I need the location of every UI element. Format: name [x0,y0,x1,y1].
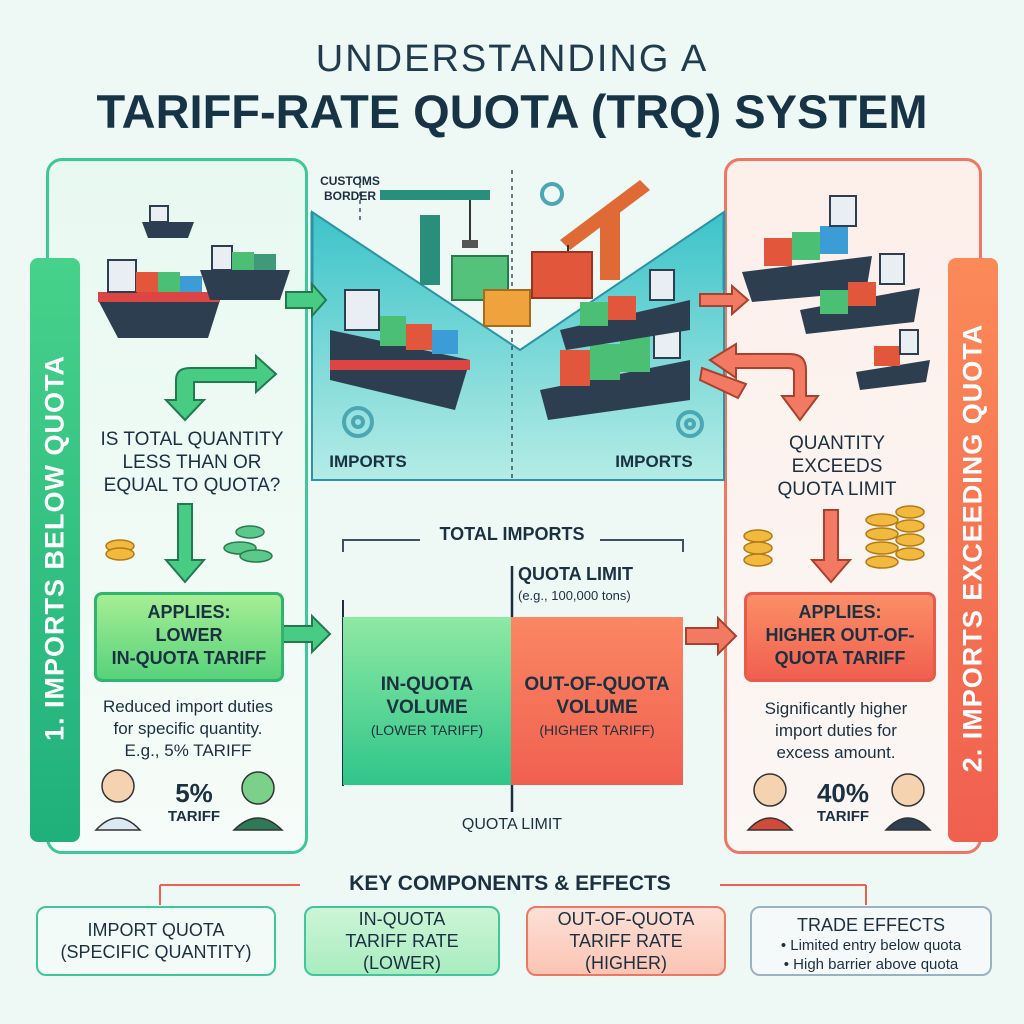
money-stack-icon [223,525,273,563]
right-desc-line-3: excess amount. [776,743,896,762]
ship-icon [540,317,690,420]
arrow-down-icon [809,509,853,584]
key-box2-line-1: IN-QUOTA [358,909,446,929]
ship-icon [856,329,930,390]
key-box1-line-2: (SPECIFIC QUANTITY) [60,942,252,962]
key-box-trade-effects: TRADE EFFECTS • Limited entry below quot… [750,906,992,976]
in-quota-line-3: (LOWER TARIFF) [370,722,484,738]
imports-right-label: IMPORTS [615,452,693,471]
right-question: QUANTITY EXCEEDS QUOTA LIMIT [742,432,932,501]
arrow-turn-icon [163,353,278,422]
right-applies-line-1: APPLIES: [798,602,882,622]
out-quota-line-1: OUT-OF-QUOTA [524,674,670,695]
ship-icon [98,259,220,338]
left-tariff-percent: 5% [175,778,213,808]
left-desc-line-1: Reduced import duties [102,697,274,716]
ship-icon [560,269,690,350]
right-applies-box: APPLIES: HIGHER OUT-OF- QUOTA TARIFF [744,592,936,682]
in-quota-volume-block: IN-QUOTA VOLUME (LOWER TARIFF) [343,617,511,785]
key-heading: KEY COMPONENTS & EFFECTS [349,872,671,895]
quota-limit-bottom-label: QUOTA LIMIT [461,816,563,833]
left-desc-line-2: for specific quantity. [113,719,263,738]
right-description: Significantly higher import duties for e… [736,698,936,764]
quota-example-label: (e.g., 100,000 tons) [518,588,631,603]
arrow-right-icon [281,613,332,655]
right-section-bar [948,258,998,842]
key-box-import-quota: IMPORT QUOTA (SPECIFIC QUANTITY) [36,906,276,976]
worried-person-icon [884,773,932,831]
gear-icon [342,182,704,438]
key-box-in-quota-rate: IN-QUOTA TARIFF RATE (LOWER) [304,906,500,976]
left-question: IS TOTAL QUANTITY LESS THAN OR EQUAL TO … [100,429,284,496]
left-applies-line-3: IN-QUOTA TARIFF [111,648,267,668]
total-imports-bracket [342,539,684,552]
customs-label-line-2: BORDER [323,189,376,203]
coin-stack-icon [105,539,135,561]
right-tariff-word: TARIFF [816,808,870,825]
key-box-out-quota-rate: OUT-OF-QUOTA TARIFF RATE (HIGHER) [526,906,726,976]
in-quota-line-2: VOLUME [386,697,468,718]
quota-limit-top-label: QUOTA LIMIT [518,564,633,584]
stressed-person-icon [746,773,794,831]
right-desc-line-1: Significantly higher [764,699,908,718]
key-box4-title: TRADE EFFECTS [796,915,945,935]
left-tariff-word: TARIFF [167,808,221,825]
key-box2-line-3: (LOWER) [363,953,441,973]
left-applies-box: APPLIES: LOWER IN-QUOTA TARIFF [94,592,284,682]
right-applies-line-3: QUOTA TARIFF [774,648,906,668]
arrow-right-icon [685,615,738,657]
right-desc-line-2: import duties for [775,721,897,740]
right-question-line-3: QUOTA LIMIT [777,479,897,500]
key-box3-line-2: TARIFF RATE [569,931,683,951]
title-line-2: TARIFF-RATE QUOTA (TRQ) SYSTEM [96,85,928,138]
out-quota-line-3: (HIGHER TARIFF) [539,722,655,738]
happy-person-icon [94,769,142,831]
out-quota-volume-block: OUT-OF-QUOTA VOLUME (HIGHER TARIFF) [511,617,683,785]
right-question-line-1: QUANTITY [788,433,886,454]
right-tariff-percent: 40% [816,778,870,808]
left-applies-line-1: APPLIES: [147,602,231,622]
key-box3-line-1: OUT-OF-QUOTA [557,909,695,929]
arrow-right-icon [699,283,750,317]
key-box3-line-3: (HIGHER) [585,953,667,973]
happy-person-icon [232,771,284,831]
ship-icon [142,205,194,238]
left-section-bar [30,258,80,842]
left-applies-line-2: LOWER [155,625,223,645]
key-box1-line-1: IMPORT QUOTA [87,920,225,940]
right-question-line-2: EXCEEDS [791,456,883,477]
right-applies-line-2: HIGHER OUT-OF- [765,625,915,645]
imports-left-label: IMPORTS [329,452,407,471]
left-description: Reduced import duties for specific quant… [88,696,288,762]
ship-icon [200,245,290,300]
coin-stack-icon [743,505,925,569]
title-line-1: UNDERSTANDING A [315,38,709,80]
customs-label-line-1: CUSTOMS [320,174,380,188]
arrow-right-icon [285,281,328,319]
ship-icon [330,289,470,410]
ship-icon [800,253,920,334]
key-box4-item-2: • High barrier above quota [783,956,959,973]
arrow-down-icon [163,503,207,584]
left-desc-line-3: E.g., 5% TARIFF [124,741,252,760]
arrow-turn-icon [708,342,820,422]
in-quota-line-1: IN-QUOTA [380,674,474,695]
key-box4-item-1: • Limited entry below quota [780,937,962,954]
key-box2-line-2: TARIFF RATE [345,931,459,951]
green-crane-icon [380,190,490,285]
customs-border-label: CUSTOMS BORDER [310,174,390,204]
out-quota-line-2: VOLUME [556,697,638,718]
total-imports-label: TOTAL IMPORTS [439,524,585,544]
